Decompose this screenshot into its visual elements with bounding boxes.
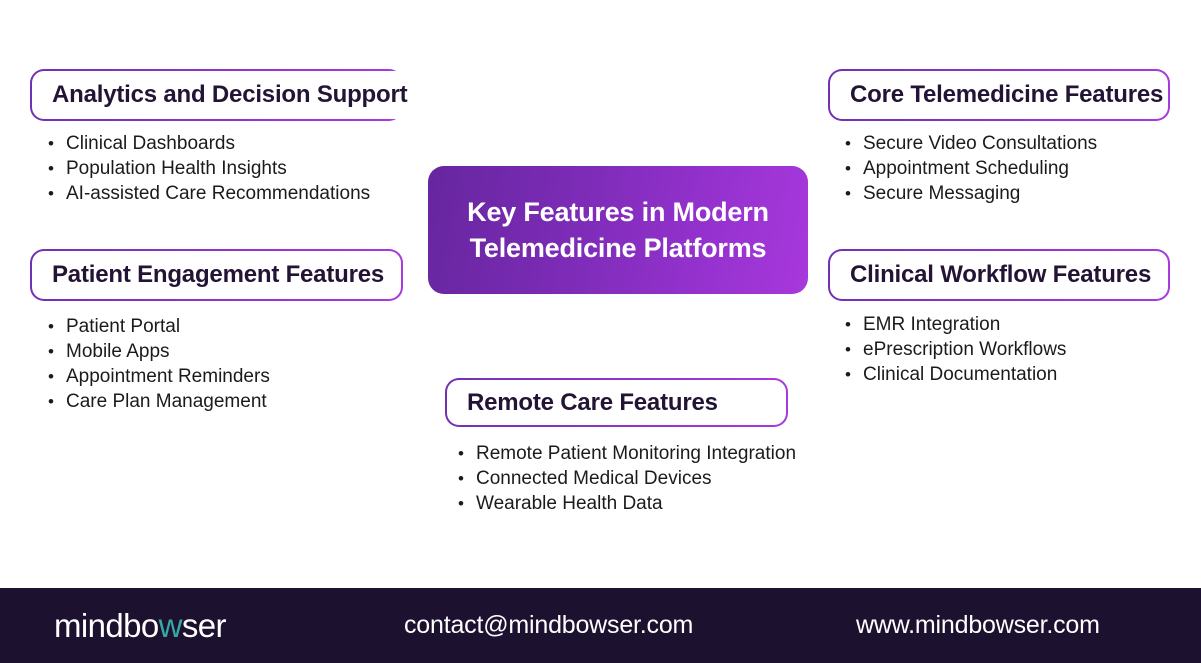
heading-box-inner: Remote Care Features <box>447 380 786 425</box>
list-item: • Connected Medical Devices <box>458 468 796 493</box>
bullet-dot-icon: • <box>845 134 851 153</box>
list-item-label: EMR Integration <box>863 314 1001 335</box>
bullet-dot-icon: • <box>845 184 851 203</box>
list-item-label: Care Plan Management <box>66 391 267 412</box>
heading-title-analytics-and-decision-support: Analytics and Decision Support <box>52 81 408 108</box>
list-item-label: ePrescription Workflows <box>863 339 1067 360</box>
bullet-dot-icon: • <box>48 184 54 203</box>
footer-website-text[interactable]: www.mindbowser.com <box>856 611 1100 639</box>
bullet-dot-icon: • <box>845 315 851 334</box>
bullet-dot-icon: • <box>458 494 464 513</box>
list-item-label: Secure Video Consultations <box>863 133 1098 154</box>
list-item-label: Appointment Reminders <box>66 366 270 387</box>
list-item: • Appointment Scheduling <box>845 158 1097 183</box>
bullet-dot-icon: • <box>845 365 851 384</box>
heading-box-patient-engagement-features: Patient Engagement Features <box>30 249 403 301</box>
heading-box-clinical-workflow-features: Clinical Workflow Features <box>828 249 1170 301</box>
heading-box-remote-care-features: Remote Care Features <box>445 378 788 427</box>
center-card: Key Features in Modern Telemedicine Plat… <box>428 166 808 294</box>
list-item: • Clinical Dashboards <box>48 133 370 158</box>
bullet-dot-icon: • <box>48 392 54 411</box>
list-item: • Wearable Health Data <box>458 493 796 518</box>
list-item: • ePrescription Workflows <box>845 339 1066 364</box>
bullet-list-clinical-workflow-features: • EMR Integration • ePrescription Workfl… <box>845 314 1066 389</box>
list-item-label: Secure Messaging <box>863 183 1021 204</box>
heading-box-inner: Core Telemedicine Features <box>830 71 1168 119</box>
center-card-title: Key Features in Modern Telemedicine Plat… <box>467 197 769 263</box>
bullet-dot-icon: • <box>48 367 54 386</box>
heading-box-inner: Patient Engagement Features <box>32 251 401 299</box>
bullet-dot-icon: • <box>48 317 54 336</box>
bullet-dot-icon: • <box>845 159 851 178</box>
mindbowser-logo: mindbowser <box>54 607 227 644</box>
list-item: • EMR Integration <box>845 314 1066 339</box>
heading-box-core-telemedicine-features: Core Telemedicine Features <box>828 69 1170 121</box>
bullet-dot-icon: • <box>458 444 464 463</box>
list-item: • AI-assisted Care Recommendations <box>48 183 370 208</box>
list-item: • Secure Messaging <box>845 183 1097 208</box>
list-item-label: Wearable Health Data <box>476 493 663 514</box>
list-item-label: Connected Medical Devices <box>476 468 712 489</box>
bullet-list-remote-care-features: • Remote Patient Monitoring Integration … <box>458 443 796 518</box>
list-item-label: Clinical Dashboards <box>66 133 235 154</box>
list-item: • Clinical Documentation <box>845 364 1066 389</box>
heading-box-inner: Clinical Workflow Features <box>830 251 1168 299</box>
heading-title-remote-care-features: Remote Care Features <box>467 388 718 416</box>
list-item: • Population Health Insights <box>48 158 370 183</box>
footer-email-text[interactable]: contact@mindbowser.com <box>404 611 694 639</box>
list-item: • Secure Video Consultations <box>845 133 1097 158</box>
bullet-dot-icon: • <box>48 342 54 361</box>
bullet-list-core-telemedicine-features: • Secure Video Consultations • Appointme… <box>845 133 1097 208</box>
bullet-dot-icon: • <box>845 340 851 359</box>
list-item: • Care Plan Management <box>48 391 270 416</box>
list-item: • Appointment Reminders <box>48 366 270 391</box>
list-item: • Patient Portal <box>48 316 270 341</box>
bullet-dot-icon: • <box>458 469 464 488</box>
footer-bar: mindbowser contact@mindbowser.com www.mi… <box>0 588 1201 663</box>
list-item-label: Mobile Apps <box>66 341 170 362</box>
heading-box-inner: Analytics and Decision Support <box>32 71 408 119</box>
bullet-dot-icon: • <box>48 134 54 153</box>
logo-text-part2: ser <box>181 607 227 644</box>
list-item-label: Remote Patient Monitoring Integration <box>476 443 797 464</box>
logo-text-accent: w <box>158 607 183 644</box>
list-item-label: Clinical Documentation <box>863 364 1058 385</box>
heading-title-patient-engagement-features: Patient Engagement Features <box>52 261 385 288</box>
list-item-label: Appointment Scheduling <box>863 158 1069 179</box>
heading-title-core-telemedicine-features: Core Telemedicine Features <box>850 81 1164 108</box>
list-item: • Mobile Apps <box>48 341 270 366</box>
heading-title-clinical-workflow-features: Clinical Workflow Features <box>850 261 1152 288</box>
logo-text-part1: mindbo <box>54 607 159 644</box>
list-item-label: Population Health Insights <box>66 158 287 179</box>
bullet-list-patient-engagement-features: • Patient Portal • Mobile Apps • Appoint… <box>48 316 270 416</box>
heading-box-analytics-and-decision-support: Analytics and Decision Support <box>30 69 408 121</box>
bullet-dot-icon: • <box>48 159 54 178</box>
list-item-label: Patient Portal <box>66 316 181 337</box>
list-item-label: AI-assisted Care Recommendations <box>66 183 371 204</box>
bullet-list-analytics-and-decision-support: • Clinical Dashboards • Population Healt… <box>48 133 370 208</box>
list-item: • Remote Patient Monitoring Integration <box>458 443 796 468</box>
